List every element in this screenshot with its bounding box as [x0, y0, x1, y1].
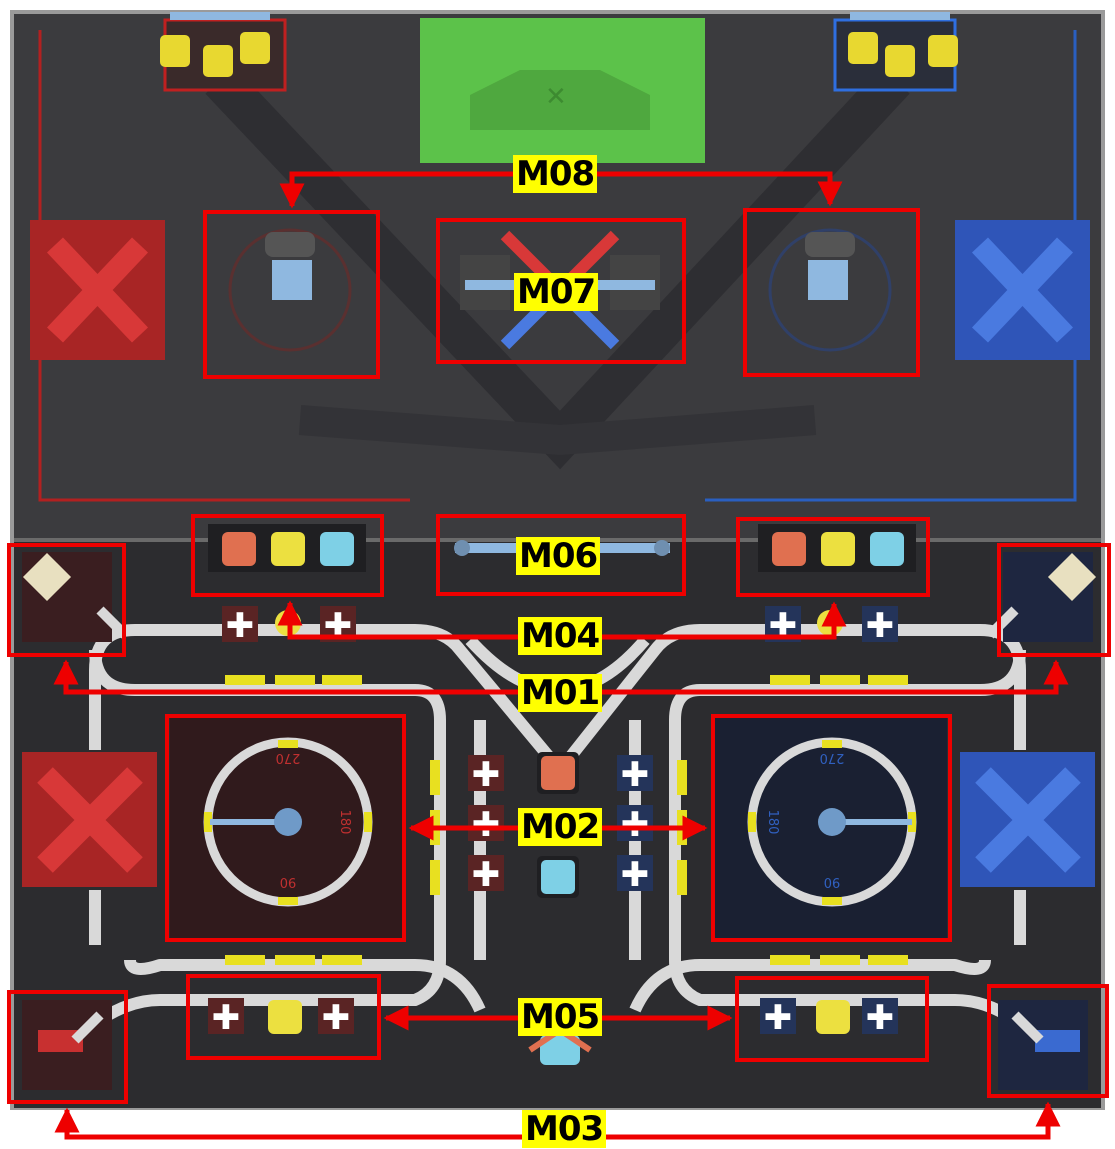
left-dial-top-label: 270	[276, 750, 301, 765]
right-dial	[715, 718, 947, 940]
label-m02: M02	[518, 808, 603, 846]
svg-text:✚: ✚	[322, 998, 351, 1038]
callout-box-m04-left	[191, 514, 384, 597]
svg-text:✚: ✚	[212, 998, 241, 1038]
svg-text:✚: ✚	[621, 805, 650, 845]
center-color-column	[537, 752, 579, 898]
blue-x-pad-lower	[960, 752, 1095, 887]
callout-box-m05-left	[186, 974, 381, 1060]
red-x-pad-lower	[22, 752, 157, 887]
left-color-tray	[208, 524, 366, 572]
arrow-m04-left	[277, 600, 520, 640]
callout-box-m03-left	[7, 990, 128, 1104]
callout-box-m02-left	[165, 714, 406, 942]
callout-box-m08-left	[203, 210, 380, 379]
svg-text:✚: ✚	[866, 606, 895, 646]
blue-border-top	[705, 30, 1077, 502]
svg-text:✚: ✚	[621, 855, 650, 895]
callout-box-m03-right	[987, 984, 1109, 1098]
callout-arrows	[53, 171, 1069, 1140]
label-m05: M05	[518, 998, 603, 1036]
arrow-m03-right	[602, 1101, 1061, 1140]
label-m04: M04	[518, 617, 603, 655]
callout-box-m05-right	[735, 976, 929, 1062]
arrow-m01-right	[598, 659, 1069, 695]
green-zone-logo: ✕	[545, 82, 567, 112]
corner-top-left	[22, 552, 129, 642]
arrow-m03-left	[54, 1107, 524, 1140]
left-dial-bottom-label: 90	[280, 874, 297, 889]
arrow-m08-left	[279, 171, 515, 209]
left-lower-yellow-block	[268, 1000, 302, 1034]
top-right-yellow-blocks	[833, 12, 958, 92]
label-m08: M08	[513, 155, 598, 193]
arrow-m04-right	[598, 601, 847, 640]
right-yellow-ball	[817, 610, 843, 636]
red-x-pad-upper	[30, 220, 165, 360]
right-lower-yellow-block	[816, 1000, 850, 1034]
callout-box-m06	[436, 514, 686, 596]
right-dial-top-label: 270	[820, 750, 845, 765]
callout-box-m02-right	[711, 714, 952, 942]
svg-text:✚: ✚	[472, 755, 501, 795]
corner-bottom-right	[998, 1000, 1088, 1090]
label-m06: M06	[516, 537, 601, 575]
callout-box-m01-right	[997, 543, 1111, 657]
label-m01: M01	[518, 674, 603, 712]
right-dial-left-label: 180	[765, 810, 780, 835]
right-color-tray	[758, 524, 916, 572]
callout-box-m01-left	[7, 543, 126, 657]
red-border-top	[38, 30, 410, 502]
svg-text:✚: ✚	[472, 805, 501, 845]
callout-box-m07	[436, 218, 686, 364]
svg-text:✚: ✚	[472, 855, 501, 895]
right-upper-robot	[768, 228, 892, 352]
plus-tiles: ✚ ✚ ✚ ✚ ✚ ✚ ✚ ✚ ✚ ✚ ✚ ✚ ✚ ✚	[208, 606, 898, 1038]
label-m07: M07	[514, 273, 599, 311]
left-dial	[170, 718, 402, 940]
left-upper-robot	[228, 228, 352, 352]
top-left-yellow-blocks	[160, 12, 287, 92]
svg-text:✚: ✚	[764, 998, 793, 1038]
svg-text:✚: ✚	[226, 606, 255, 646]
callout-box-m04-right	[736, 517, 930, 597]
left-dial-right-label: 180	[337, 810, 352, 835]
arrow-m08-right	[592, 171, 843, 207]
arrow-m01-left	[53, 659, 522, 695]
corner-top-right	[986, 552, 1097, 642]
svg-text:✚: ✚	[866, 998, 895, 1038]
corner-bottom-left	[22, 1000, 112, 1090]
label-m03: M03	[522, 1110, 607, 1148]
callout-boxes	[7, 208, 1111, 1104]
blue-x-pad-upper	[955, 220, 1090, 360]
right-dial-bottom-label: 90	[824, 874, 841, 889]
callout-box-m08-right	[743, 208, 920, 377]
svg-text:✚: ✚	[621, 755, 650, 795]
svg-text:✚: ✚	[769, 606, 798, 646]
svg-text:✚: ✚	[324, 606, 353, 646]
